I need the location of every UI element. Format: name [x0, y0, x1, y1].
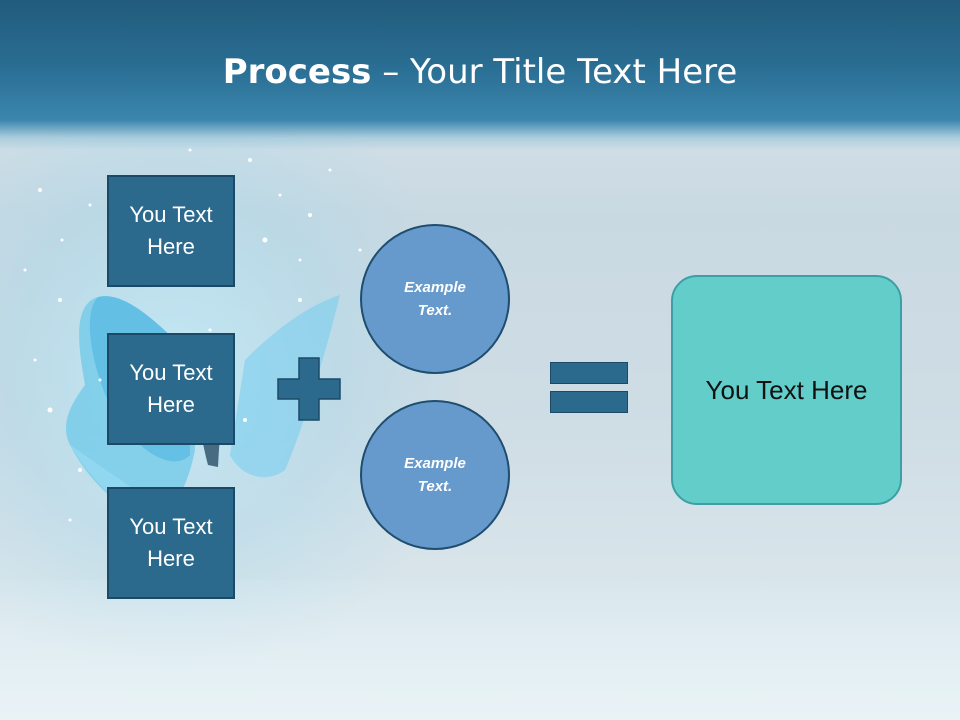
header-band	[0, 0, 960, 150]
water-reflection	[0, 580, 960, 720]
title-bold: Process	[222, 52, 372, 92]
text-box-1[interactable]: You Text Here	[107, 175, 235, 287]
text-box-3[interactable]: You Text Here	[107, 487, 235, 599]
equals-bar-bottom	[550, 391, 628, 413]
slide-title: Process – Your Title Text Here	[0, 52, 960, 92]
plus-icon	[277, 357, 341, 421]
sparkles-decoration	[23, 148, 362, 522]
text-box-2[interactable]: You Text Here	[107, 333, 235, 445]
result-box[interactable]: You Text Here	[671, 275, 902, 505]
equals-bar-top	[550, 362, 628, 384]
title-rest: – Your Title Text Here	[371, 52, 738, 92]
example-circle-1[interactable]: Example Text.	[360, 224, 510, 374]
example-circle-2[interactable]: Example Text.	[360, 400, 510, 550]
